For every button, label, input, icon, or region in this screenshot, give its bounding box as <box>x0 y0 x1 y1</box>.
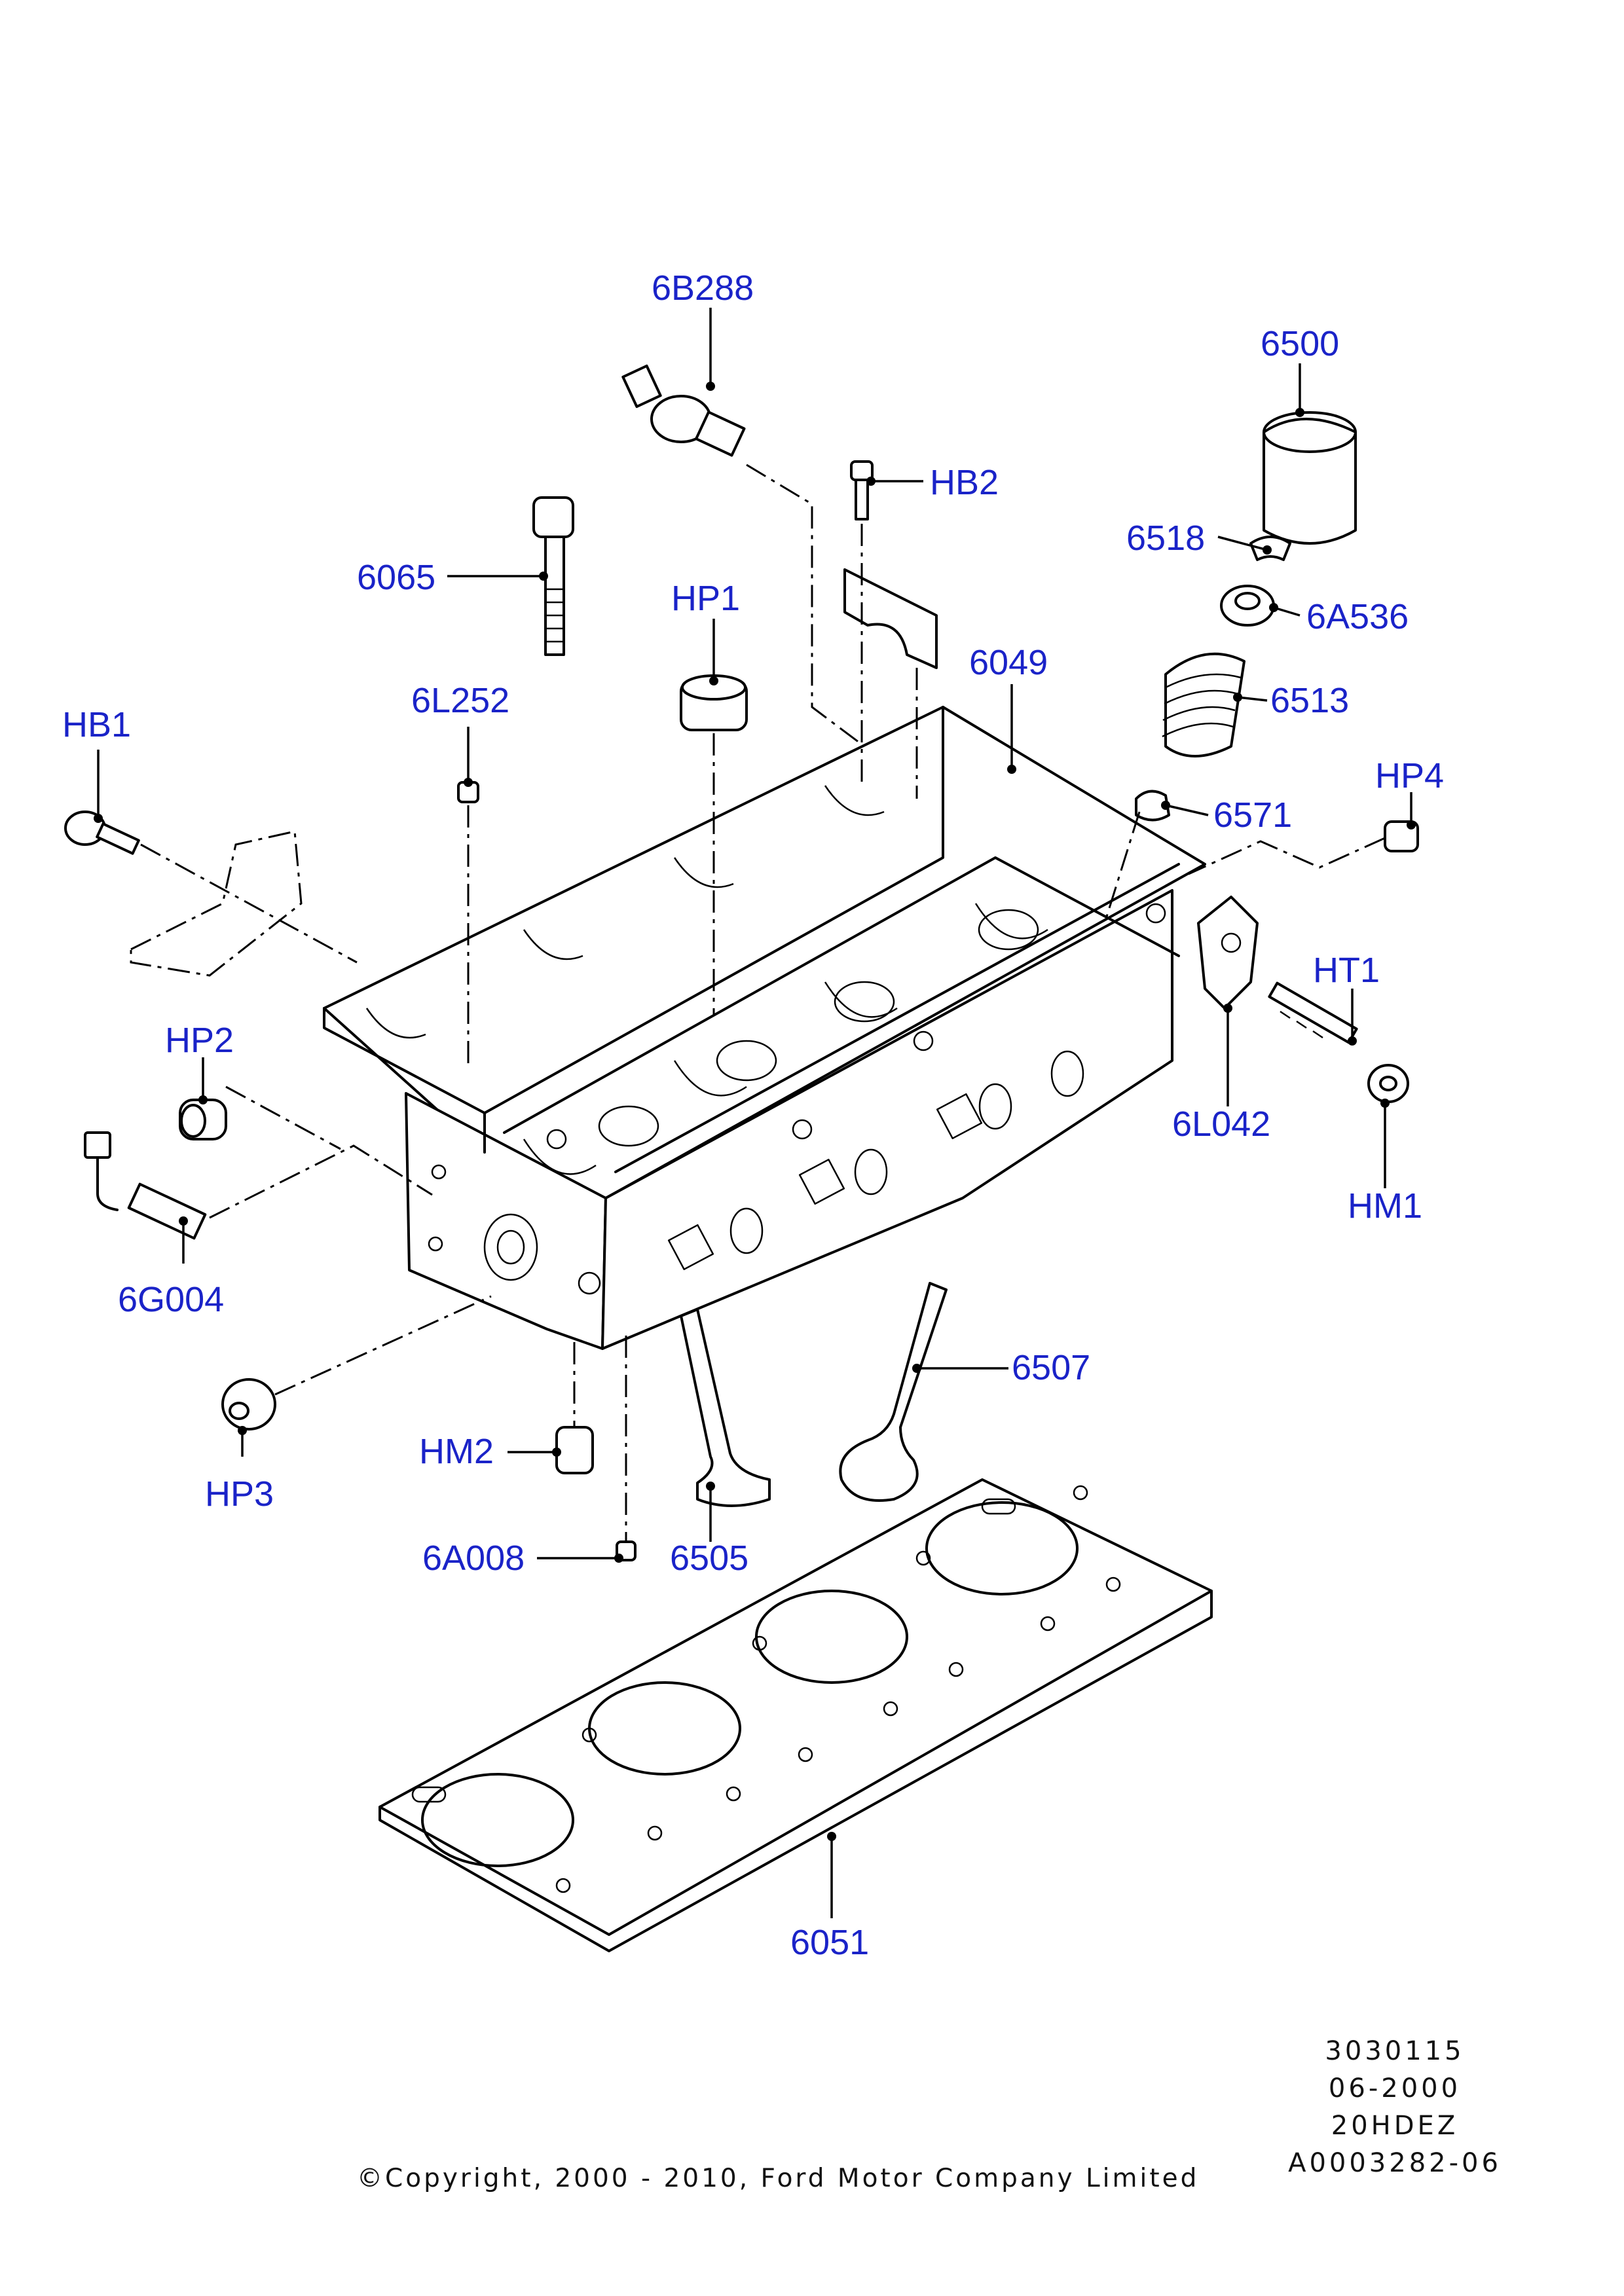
bracket <box>130 830 303 977</box>
label-6505: 6505 <box>670 1539 749 1578</box>
label-6065: 6065 <box>357 558 436 597</box>
spring-retainer-6A536 <box>1220 585 1275 627</box>
nut-HM1 <box>1367 1064 1409 1103</box>
reference-id: A0003282-06 <box>1288 2148 1502 2178</box>
cylinder-head <box>323 706 1206 1350</box>
label-HT1: HT1 <box>1313 951 1380 990</box>
label-HM2: HM2 <box>419 1432 494 1471</box>
label-HP1: HP1 <box>671 579 741 618</box>
label-6G004: 6G004 <box>118 1280 225 1319</box>
label-6518: 6518 <box>1126 519 1206 558</box>
label-HP4: HP4 <box>1375 756 1445 795</box>
label-6A008: 6A008 <box>422 1539 525 1578</box>
plug-HP2 <box>179 1099 227 1140</box>
bolt-HB2 <box>850 460 874 520</box>
label-6513: 6513 <box>1270 681 1350 720</box>
copyright-notice: ©Copyright, 2000 - 2010, Ford Motor Comp… <box>357 2164 1200 2193</box>
bolt-HT1 <box>1268 981 1358 1044</box>
camshaft-position-sensor <box>621 364 746 457</box>
label-6L042: 6L042 <box>1172 1104 1271 1144</box>
dowel-HM2 <box>555 1426 594 1474</box>
valve-stem-seal-6571 <box>1135 790 1170 822</box>
tappet-6500 <box>1263 411 1357 545</box>
assembly-lines <box>140 464 1386 1542</box>
label-HP2: HP2 <box>165 1021 234 1060</box>
label-6051: 6051 <box>790 1923 870 1962</box>
leader-lines <box>94 308 1416 1918</box>
reference-number: 3030115 <box>1325 2036 1465 2066</box>
plug-HP3 <box>221 1378 276 1430</box>
gasket-6L042 <box>1197 896 1259 1010</box>
exhaust-valve <box>680 1308 771 1507</box>
temperature-sensor-6G004 <box>84 1131 207 1240</box>
label-HM1: HM1 <box>1348 1186 1423 1226</box>
label-6049: 6049 <box>969 643 1048 682</box>
reference-date: 06-2000 <box>1328 2073 1462 2104</box>
label-6A536: 6A536 <box>1306 597 1409 636</box>
reference-code: 20HDEZ <box>1331 2111 1459 2141</box>
label-HB1: HB1 <box>62 705 132 744</box>
label-6L252: 6L252 <box>411 681 510 720</box>
head-gasket <box>378 1478 1213 1952</box>
label-HP3: HP3 <box>205 1474 274 1514</box>
label-6500: 6500 <box>1261 324 1340 363</box>
label-6507: 6507 <box>1012 1348 1091 1387</box>
label-6571: 6571 <box>1213 795 1293 835</box>
bearing-cap <box>843 568 938 669</box>
bolt-6065 <box>532 496 574 656</box>
intake-valve <box>839 1282 948 1502</box>
label-HB2: HB2 <box>930 463 999 502</box>
label-6B288: 6B288 <box>652 268 754 308</box>
valve-spring-6513 <box>1162 652 1246 757</box>
